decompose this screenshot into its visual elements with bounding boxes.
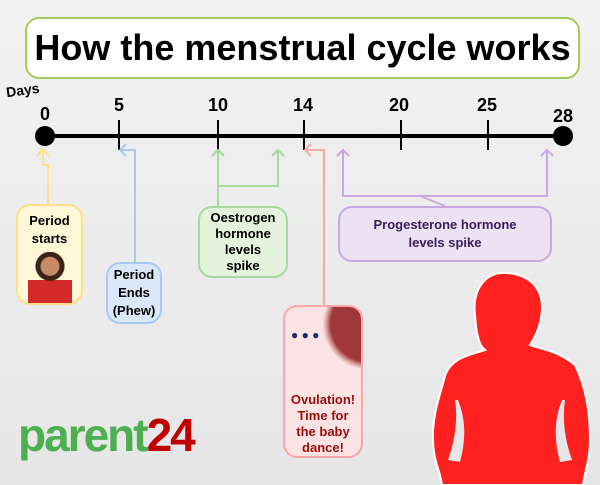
ovulation-arrow xyxy=(303,143,325,305)
oestrogen-line: Oestrogen xyxy=(210,210,276,225)
period-starts-box: Period starts xyxy=(16,204,83,305)
period-ends-line: Ends xyxy=(118,285,150,300)
ovulation-line: Ovulation! xyxy=(290,392,356,407)
progesterone-arrows xyxy=(336,148,554,207)
tick-label-20: 20 xyxy=(388,95,410,115)
ovulation-line: dance! xyxy=(302,440,344,455)
progesterone-box: Progesterone hormone levels spike xyxy=(338,206,552,262)
page-title: How the menstrual cycle works xyxy=(25,17,580,79)
oestrogen-line: spike xyxy=(226,258,260,273)
tick-label-10: 10 xyxy=(207,95,229,115)
ovulation-line: the baby xyxy=(296,424,350,439)
oestrogen-line: levels xyxy=(224,242,262,257)
tick-label-0: 0 xyxy=(39,104,51,124)
egg-sperm-image: ● ● ● xyxy=(285,307,361,392)
oestrogen-box: Oestrogen hormone levels spike xyxy=(198,206,288,278)
period-end-arrow xyxy=(118,143,136,262)
period-ends-line: Period xyxy=(113,267,155,282)
tick-label-14: 14 xyxy=(292,95,314,115)
tick-label-5: 5 xyxy=(113,95,125,115)
period-start-arrow xyxy=(36,147,50,205)
timeline-end-dot xyxy=(553,126,573,146)
period-ends-box: Period Ends (Phew) xyxy=(106,262,162,324)
oestrogen-arrows xyxy=(211,148,285,206)
woman-silhouette-icon xyxy=(431,271,592,485)
ovulation-line: Time for xyxy=(297,408,349,423)
tick-label-28: 28 xyxy=(552,106,574,126)
period-starts-label: Period starts xyxy=(29,213,70,246)
period-ends-line: (Phew) xyxy=(112,303,156,318)
woman-photo xyxy=(27,252,72,303)
progesterone-label: Progesterone hormone levels spike xyxy=(373,217,517,250)
axis-ticks xyxy=(118,120,489,150)
logo-word: parent xyxy=(18,409,149,461)
tick-label-25: 25 xyxy=(476,95,498,115)
oestrogen-line: hormone xyxy=(215,226,271,241)
ovulation-box: ● ● ● Ovulation! Time for the baby dance… xyxy=(283,305,363,458)
parent24-logo: parent24 xyxy=(18,408,196,462)
timeline-start-dot xyxy=(35,126,55,146)
logo-number: 24 xyxy=(146,409,196,461)
